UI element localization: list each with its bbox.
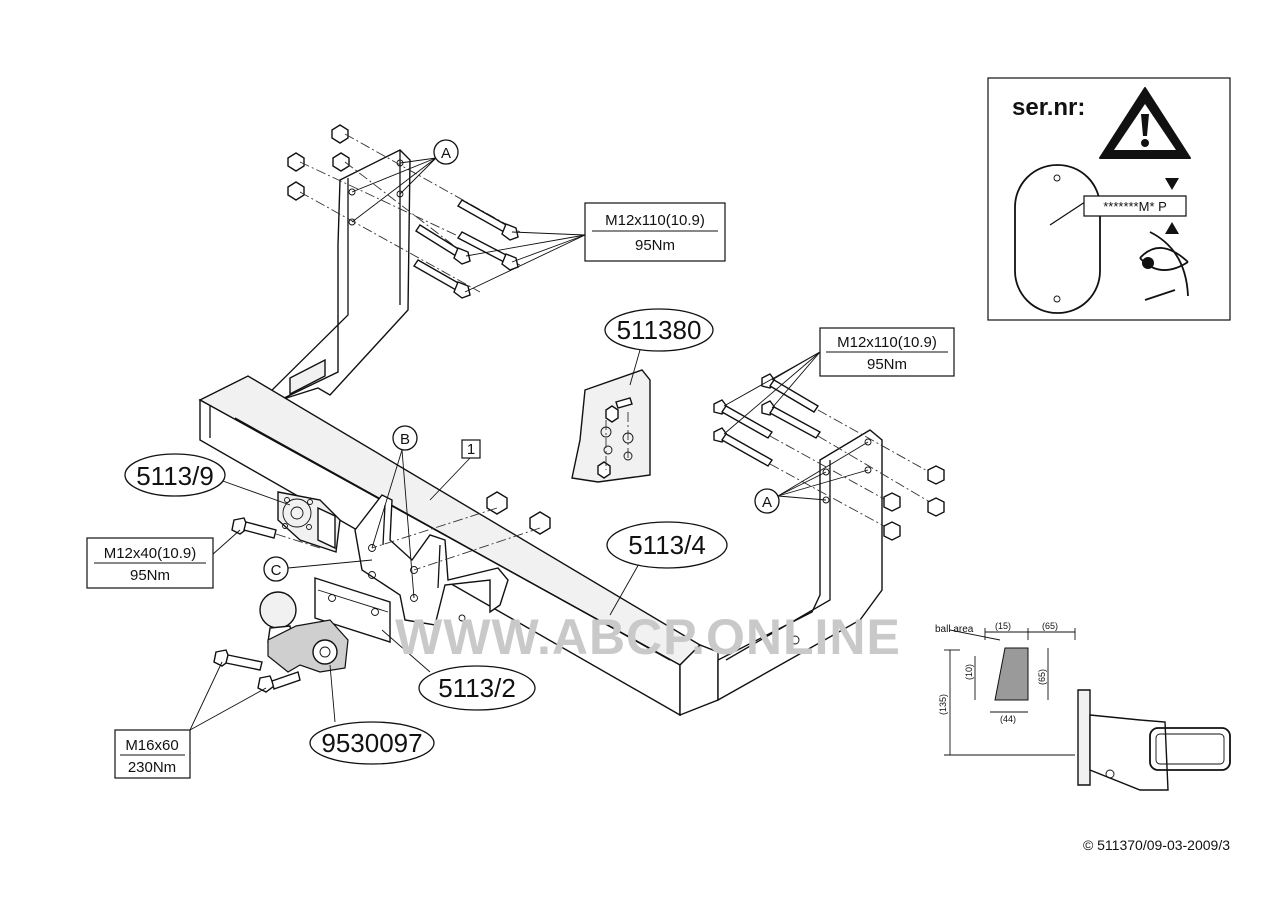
warning-triangle-icon	[1099, 87, 1191, 159]
spec-box-socket: M12x40(10.9) 95Nm	[86, 529, 241, 589]
ball-bolts	[213, 649, 301, 693]
spec-box-right: M12x110(10.9) 95Nm	[723, 327, 955, 435]
dim-15: (15)	[995, 621, 1011, 631]
spec-socket-size: M12x40(10.9)	[104, 545, 197, 562]
dim-65-side: (65)	[1037, 669, 1047, 685]
right-assembly-lines	[769, 409, 941, 533]
tow-ball	[259, 591, 349, 673]
ball-area-detail: ball area (15) (65) (10) (65) (135) (44)	[935, 621, 1231, 791]
watermark: WWW.ABCP.ONLINE	[395, 609, 901, 665]
item-1-label: 1	[467, 441, 475, 458]
arrow-down-icon	[1165, 178, 1179, 190]
dim-10: (10)	[964, 664, 974, 680]
serial-label: ser.nr:	[1012, 94, 1085, 121]
copyright-note: © 511370/09-03-2009/3	[1083, 837, 1230, 853]
arrow-up-icon	[1165, 222, 1179, 234]
callout-b: B	[371, 425, 418, 599]
part-5113-9: 5113/9	[136, 461, 214, 491]
callout-c-label: C	[271, 562, 282, 579]
callout-9530097: 9530097	[309, 664, 435, 765]
ball-area-label: ball area	[935, 624, 974, 635]
socket-bolt	[231, 517, 321, 549]
serial-number-panel: ser.nr: *******M* P	[987, 77, 1231, 321]
left-mounting-bracket	[261, 149, 411, 401]
eye-icon	[1139, 231, 1189, 301]
callout-a-right: A	[754, 441, 869, 514]
spec-top-left-size: M12x110(10.9)	[605, 212, 705, 229]
part-511380: 511380	[617, 315, 702, 345]
plate-outline-icon	[1014, 164, 1101, 314]
callout-a-top-label: A	[441, 145, 451, 162]
center-mount-bracket	[354, 494, 509, 626]
spec-top-left-torque: 95Nm	[635, 237, 675, 254]
spec-socket-torque: 95Nm	[130, 567, 170, 584]
spec-box-top-left: M12x110(10.9) 95Nm	[464, 202, 726, 293]
spec-box-ball: M16x60 230Nm	[114, 661, 267, 779]
item-marker-1: 1	[429, 439, 481, 501]
electrical-kit-511380	[571, 369, 651, 483]
left-bracket-nuts	[287, 124, 350, 201]
socket-plate	[277, 491, 341, 553]
right-bracket-bolts	[713, 373, 822, 467]
spec-ball-torque: 230Nm	[128, 759, 176, 776]
callout-c: C	[263, 556, 373, 582]
spec-ball-size: M16x60	[125, 737, 178, 754]
spec-right-torque: 95Nm	[867, 356, 907, 373]
left-bracket-bolts	[413, 199, 519, 299]
part-5113-4: 5113/4	[628, 530, 706, 560]
ball-flange-plate	[314, 577, 391, 643]
callout-511380: 511380	[604, 308, 714, 386]
callout-5113-9: 5113/9	[124, 453, 291, 506]
spec-right-size: M12x110(10.9)	[837, 334, 937, 351]
callout-a-top: A	[351, 139, 459, 223]
right-bracket-nuts	[883, 465, 945, 541]
callout-5113-2: 5113/2	[381, 629, 536, 711]
dim-135: (135)	[938, 694, 948, 715]
callout-5113-4: 5113/4	[606, 521, 728, 616]
callout-a-right-label: A	[762, 494, 772, 511]
serial-plate-code: *******M* P	[1103, 199, 1167, 214]
callout-b-label: B	[400, 431, 410, 448]
part-9530097: 9530097	[321, 728, 422, 758]
center-nuts	[371, 491, 551, 571]
dim-65-top: (65)	[1042, 621, 1058, 631]
part-5113-2: 5113/2	[438, 673, 516, 703]
dim-44: (44)	[1000, 714, 1016, 724]
